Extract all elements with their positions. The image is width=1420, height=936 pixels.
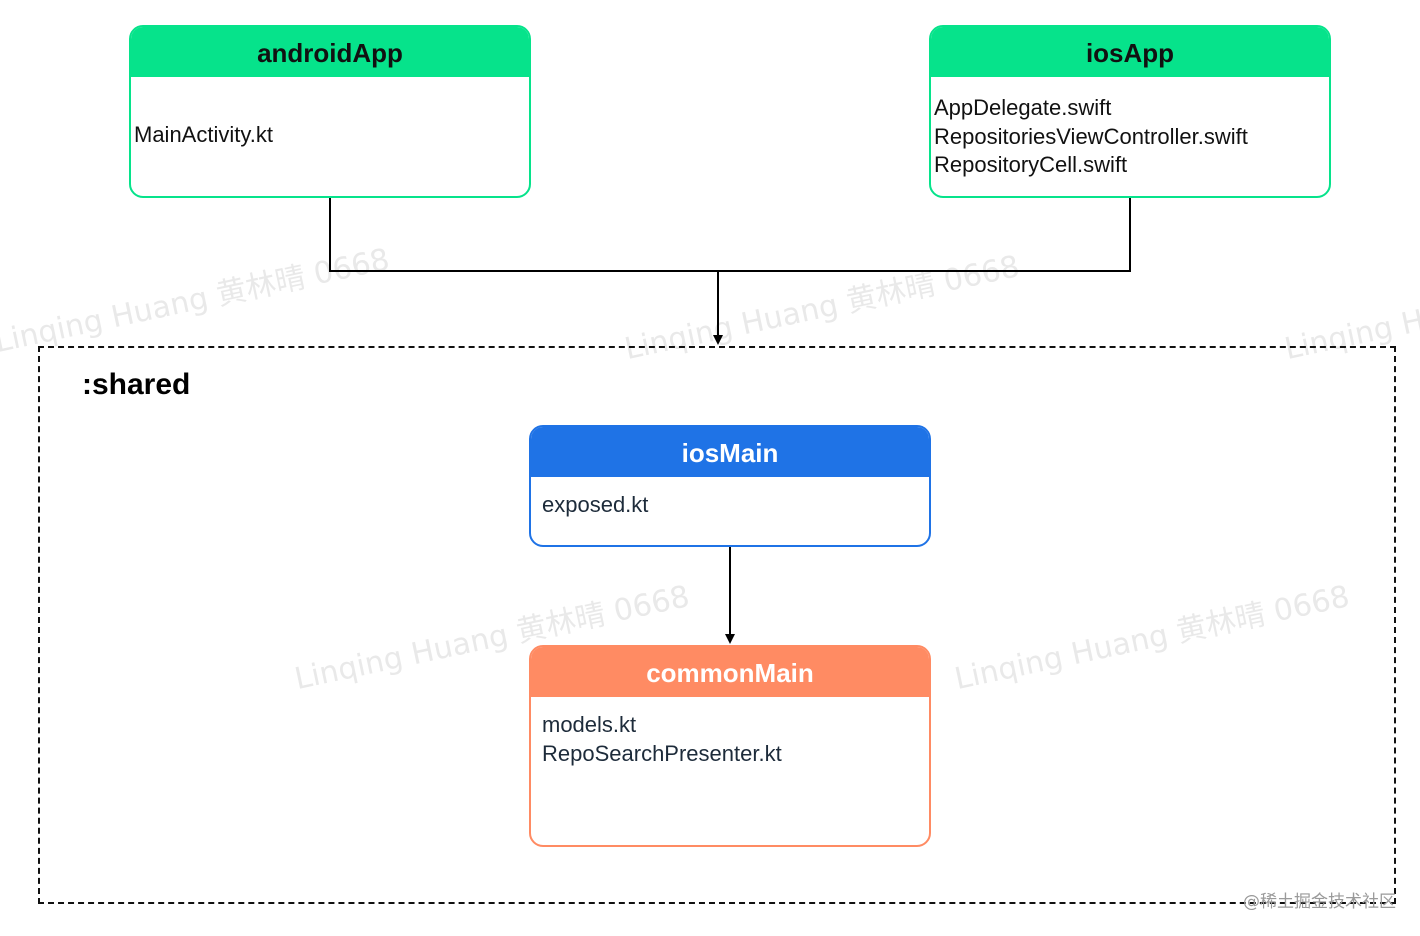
- common-main-title: commonMain: [531, 647, 929, 697]
- android-app-connector: [329, 198, 718, 272]
- shared-module-container: [38, 346, 1396, 904]
- file-item: models.kt: [542, 712, 637, 737]
- ios-app-connector: [718, 198, 1131, 272]
- file-item: RepositoriesViewController.swift: [934, 123, 1248, 149]
- ios-app-title: iosApp: [931, 27, 1329, 77]
- file-item: RepoSearchPresenter.kt: [542, 740, 782, 766]
- android-app-node: androidApp MainActivity.kt: [129, 25, 531, 198]
- android-app-title: androidApp: [131, 27, 529, 77]
- file-item: exposed.kt: [542, 492, 649, 517]
- ios-main-node: iosMain exposed.kt: [529, 425, 931, 547]
- ios-main-title: iosMain: [531, 427, 929, 477]
- ios-app-node: iosApp AppDelegate.swift RepositoriesVie…: [929, 25, 1331, 198]
- file-item: AppDelegate.swift: [934, 95, 1112, 120]
- ios-app-files: AppDelegate.swift RepositoriesViewContro…: [931, 77, 1329, 180]
- ios-main-files: exposed.kt: [531, 477, 929, 520]
- file-item: RepositoryCell.swift: [934, 152, 1128, 177]
- shared-module-label: :shared: [82, 368, 191, 401]
- site-credit: @稀土掘金技术社区: [1243, 892, 1396, 912]
- file-item: MainActivity.kt: [134, 122, 273, 147]
- android-app-files: MainActivity.kt: [131, 77, 529, 150]
- common-main-files: models.kt RepoSearchPresenter.kt: [531, 697, 929, 768]
- common-main-node: commonMain models.kt RepoSearchPresenter…: [529, 645, 931, 847]
